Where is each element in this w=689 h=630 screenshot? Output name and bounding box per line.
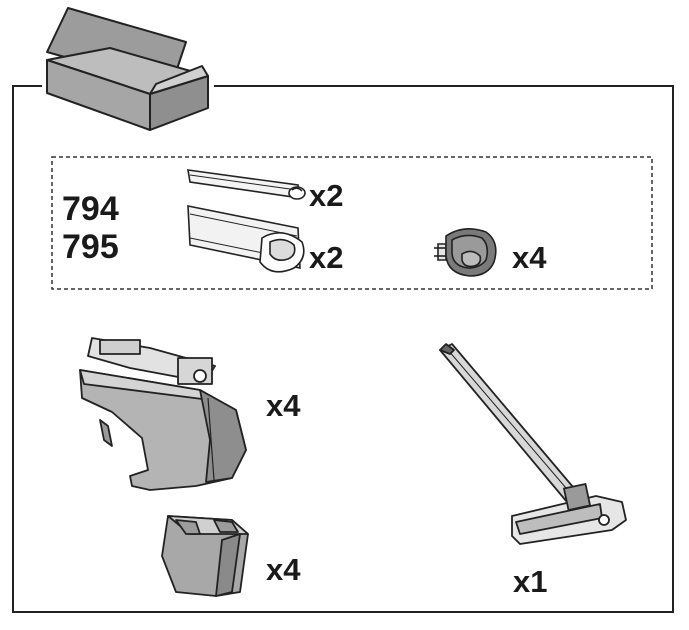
roof-bar-icon: [187, 205, 305, 273]
foot-pad-quantity: x4: [266, 552, 301, 587]
outer-frame: [12, 85, 674, 613]
torque-tool-icon: [439, 343, 627, 545]
foot-quantity: x4: [266, 388, 301, 423]
bar-options-box: [51, 156, 653, 290]
model-number-795: 795: [62, 228, 119, 266]
foot-pad-icon: [161, 515, 249, 597]
package-box-icon: [46, 7, 209, 131]
roof-bar-icon: [187, 169, 306, 200]
end-cap-icon: [434, 228, 497, 277]
rail-top-quantity: x2: [309, 178, 343, 213]
tool-quantity: x1: [513, 564, 547, 599]
roof-rack-foot-icon: [79, 337, 247, 491]
model-number-794: 794: [62, 190, 119, 228]
rail-bottom-quantity: x2: [309, 240, 343, 275]
end-cap-quantity: x4: [512, 240, 547, 275]
